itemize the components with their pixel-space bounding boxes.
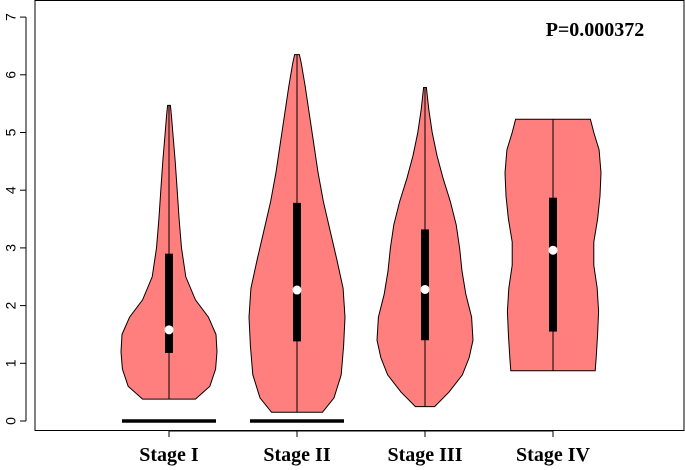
x-tick-label: Stage I xyxy=(139,444,199,466)
y-tick-label: 7 xyxy=(3,13,19,21)
iqr-box xyxy=(165,253,173,353)
y-tick-label: 2 xyxy=(3,301,19,309)
median-point xyxy=(292,285,302,295)
violins xyxy=(120,54,602,423)
violin-stage-ii xyxy=(248,54,346,423)
y-tick-label: 1 xyxy=(3,359,19,367)
x-tick-label: Stage III xyxy=(387,444,462,466)
x-tick-label: Stage IV xyxy=(516,444,590,466)
x-axis: Stage I Stage II Stage III Stage IV xyxy=(139,430,590,466)
y-tick-label: 5 xyxy=(3,128,19,136)
y-tick-label: 3 xyxy=(3,244,19,252)
violin-stage-i xyxy=(120,104,218,423)
x-tick-label: Stage II xyxy=(263,444,330,466)
iqr-box xyxy=(293,202,301,342)
y-tick-label: 6 xyxy=(3,71,19,79)
iqr-box xyxy=(549,197,557,332)
iqr-box xyxy=(421,229,429,341)
median-point xyxy=(420,284,430,294)
violin-stage-iii xyxy=(376,87,474,408)
y-axis: 0 1 2 3 4 5 6 7 xyxy=(3,13,27,425)
violin-stage-iv xyxy=(504,118,602,372)
median-point xyxy=(164,325,174,335)
p-value-annotation: P=0.000372 xyxy=(546,19,645,41)
y-tick-label: 0 xyxy=(3,417,19,425)
median-point xyxy=(548,245,558,255)
y-tick-label: 4 xyxy=(3,186,19,194)
